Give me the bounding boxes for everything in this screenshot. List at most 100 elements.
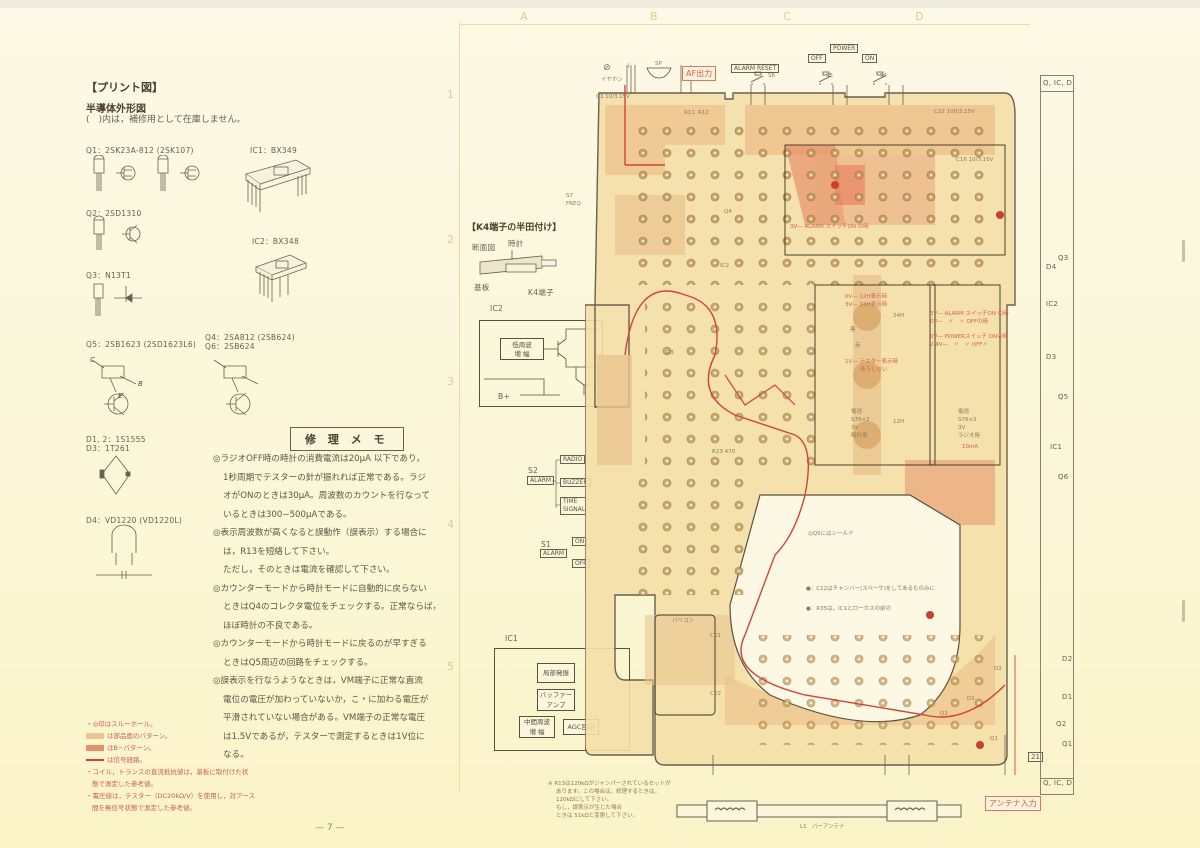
bar-antenna-icon <box>676 800 962 822</box>
ic1-label: IC1：BX349 <box>250 146 298 155</box>
legend-coil-note-2: 態で測定した参考値。 <box>92 780 157 788</box>
clock-battery-label: 電池 S76×2 3V 時計用 <box>851 409 870 439</box>
ic1-pcb-label: R23 470 <box>712 449 736 455</box>
12h-pad-label: 12H <box>893 419 905 425</box>
push-switches-icon <box>750 71 887 85</box>
memo-item-2-line-2: は，R13を短絡して下さい。 <box>223 546 335 557</box>
s1-label: S1 <box>541 540 552 549</box>
power-switch-on-note: 0V— POWERスイッチ ONの時 <box>930 334 1009 340</box>
ic1-if-amp-block: 中間周波 増 幅 <box>519 716 555 738</box>
memo-item-4-line-2: ときはQ5周辺の回路をチェックする。 <box>223 657 373 668</box>
binder-hole-mark-top <box>1182 240 1185 262</box>
k4-clock-label: 時計 <box>508 239 524 248</box>
legend-signal-path-text: は信号経路。 <box>107 756 146 764</box>
24h-display-note: 3V— 24H表示時 <box>845 302 888 308</box>
s4-label: S4 <box>880 73 887 79</box>
q1-pcb-label: Q1 <box>990 736 998 742</box>
ic1-buffer-amp-block: バッファー アンプ <box>537 689 575 711</box>
grid-col-b: B <box>650 10 658 23</box>
index-d3: D3 <box>1046 353 1057 361</box>
grid-row-3: 3 <box>447 375 454 388</box>
d4-varicap-icon <box>96 524 152 579</box>
q3-label: Q3：N13T1 <box>86 271 132 280</box>
q2-transistor-icon <box>93 216 141 250</box>
repair-memo-body: ◎ラジオOFF時の時計の消費電流は20μA 以下であり， 1秒周期でテスターの針… <box>213 450 441 765</box>
memo-item-4-line-1: ◎カウンターモードから時計モードに戻るのが早すぎる <box>213 639 427 649</box>
d3-pcb-label: D3 <box>666 350 674 356</box>
red-wire-label: 赤 <box>855 343 861 349</box>
switch-tree-lines-icon <box>552 459 560 508</box>
24h-pad-label: 24H <box>893 313 905 319</box>
ic2-af-amp-block: 低周波 増 幅 <box>500 338 544 360</box>
ic2-bplus-label: B+ <box>498 392 511 401</box>
legend-signal-path: は信号経路。 <box>86 754 255 766</box>
legend-component-pattern-text: は部品面のパターン。 <box>107 732 172 740</box>
memo-item-5-line-3: 平滑されていない場合がある。VM端子の正常な電圧 <box>223 713 426 723</box>
grid-row-5: 5 <box>447 660 454 673</box>
scan-edge <box>0 0 1200 8</box>
b-pattern-swatch <box>86 745 104 751</box>
q4-label: Q4：2SA812 (2SB624) <box>205 333 295 342</box>
index-q3: Q3 <box>1058 254 1069 262</box>
q5-c-pin: C <box>90 356 95 364</box>
component-index-column <box>1040 75 1074 795</box>
ic2-label: IC2：BX348 <box>252 237 300 246</box>
memo-item-1-line-2: 1秒周期でテスターの針が振れれば正常である。ラジ <box>223 472 426 483</box>
r13-note-line-4: もし，誤表示が生じた場合 <box>556 805 623 811</box>
current-10ma-label: 10mA <box>962 444 979 450</box>
print-diagram-heading: 【プリント図】 <box>86 81 163 94</box>
legend-coil-note-1: ・コイル，トランスの直流抵抗値は，基板に取付けた状 <box>86 768 249 776</box>
memo-item-5-line-2: 電位の電圧が加わっていないか，こ・に加わる電圧が <box>223 694 429 705</box>
d12-label: D1, 2：1S1555 <box>86 435 146 444</box>
memo-item-5-line-4: は1.5Vであるが，テスターで測定するときは1V位に <box>223 731 425 742</box>
speaker-label: SP <box>655 61 662 67</box>
k4-terminal-label: K4端子 <box>528 288 554 297</box>
index-q1: Q1 <box>1062 740 1073 748</box>
index-footer: Q, IC, D <box>1043 779 1073 787</box>
memo-item-2-line-3: ただし，そのときは電流を確認して下さい。 <box>223 565 395 575</box>
q5-label: Q5：2SB1623 (2SD1623L6) <box>86 340 197 349</box>
r13-note-line-2: あります。この場合は，修理するときは， <box>556 789 660 795</box>
index-header: Q, IC, D <box>1043 79 1073 87</box>
freq-switch-label: FREQ <box>566 201 581 207</box>
d4-label: D4：VD1220 (VD1220L) <box>86 516 183 525</box>
legend-component-pattern: は部品面のパターン。 <box>86 730 255 742</box>
power-label: POWER <box>830 44 859 53</box>
legend-voltage-note-2: 間を無信号状態で測定した参考値。 <box>92 804 196 812</box>
semiconductor-outline-heading: 半導体外形図 <box>86 104 146 115</box>
ic1-diagram-title: IC1 <box>505 634 519 643</box>
ic1-block-diagram: 局部発振 バッファー アンプ 中間周波 増 幅 AGC回路 <box>494 648 630 751</box>
legend: ・◎印はスルーホール。 は部品面のパターン。 はB−パターン。 は信号経路。 ・… <box>86 718 255 814</box>
earphone-label: イヤホン <box>601 77 623 83</box>
alarm-voltage-note: 3V— ALARM スイッチON の時 <box>790 224 869 230</box>
legend-voltage-note-1: ・電圧値は，テスター（DC20kΩ/V）を使用し，対アース <box>86 792 255 800</box>
index-ic2: IC2 <box>1046 300 1059 308</box>
index-header-cell <box>1041 76 1073 92</box>
memo-item-5-line-1: ◎誤表示を行なうようなときは，VM端子に正常な直流 <box>213 676 423 686</box>
q1-label: Q1：2SK23A-812 (2SK107) <box>86 146 194 155</box>
r13-note-line-1: ※ R13は120kΩがジャンパーされているセットが <box>548 781 671 787</box>
d2-pcb-label: D2 <box>994 666 1002 672</box>
s2-label: S2 <box>528 466 539 475</box>
k4-solder-heading: 【K4端子の半田付け】 <box>467 223 562 233</box>
index-q5: Q5 <box>1058 393 1069 401</box>
legend-b-pattern: はB−パターン。 <box>86 742 255 754</box>
k4-cross-section-icon <box>479 250 557 275</box>
power-switch-off-note: 2.4V— 〃 〃 OFF〃 <box>930 342 988 348</box>
s7-label: S7 <box>566 193 573 199</box>
ic1-package-icon <box>245 159 311 212</box>
grid-col-c: C <box>783 10 791 23</box>
memo-item-1-line-1: ◎ラジオOFF時の時計の消費電流は20μA 以下であり， <box>213 454 425 464</box>
index-d1: D1 <box>1062 693 1073 701</box>
no-drop-note: 低下しない <box>860 367 888 373</box>
index-d4: D4 <box>1046 263 1057 271</box>
memo-item-3-line-1: ◎カウンターモードから時計モードに自動的に戻らない <box>213 583 427 594</box>
q2-label: Q2：2SD1310 <box>86 209 142 218</box>
component-pattern-swatch <box>86 733 104 739</box>
r12-label: R12 <box>698 110 709 116</box>
pcb-board-drawing <box>585 65 1016 775</box>
memo-item-1-line-3: オがONのときは30μA。周波数のカウントを行なって <box>223 491 430 501</box>
q5-shield-note: ◎Q5にはシールド <box>808 531 854 537</box>
d1-pcb-label: D1 <box>967 696 975 702</box>
k4-board-label: 基板 <box>474 283 490 292</box>
